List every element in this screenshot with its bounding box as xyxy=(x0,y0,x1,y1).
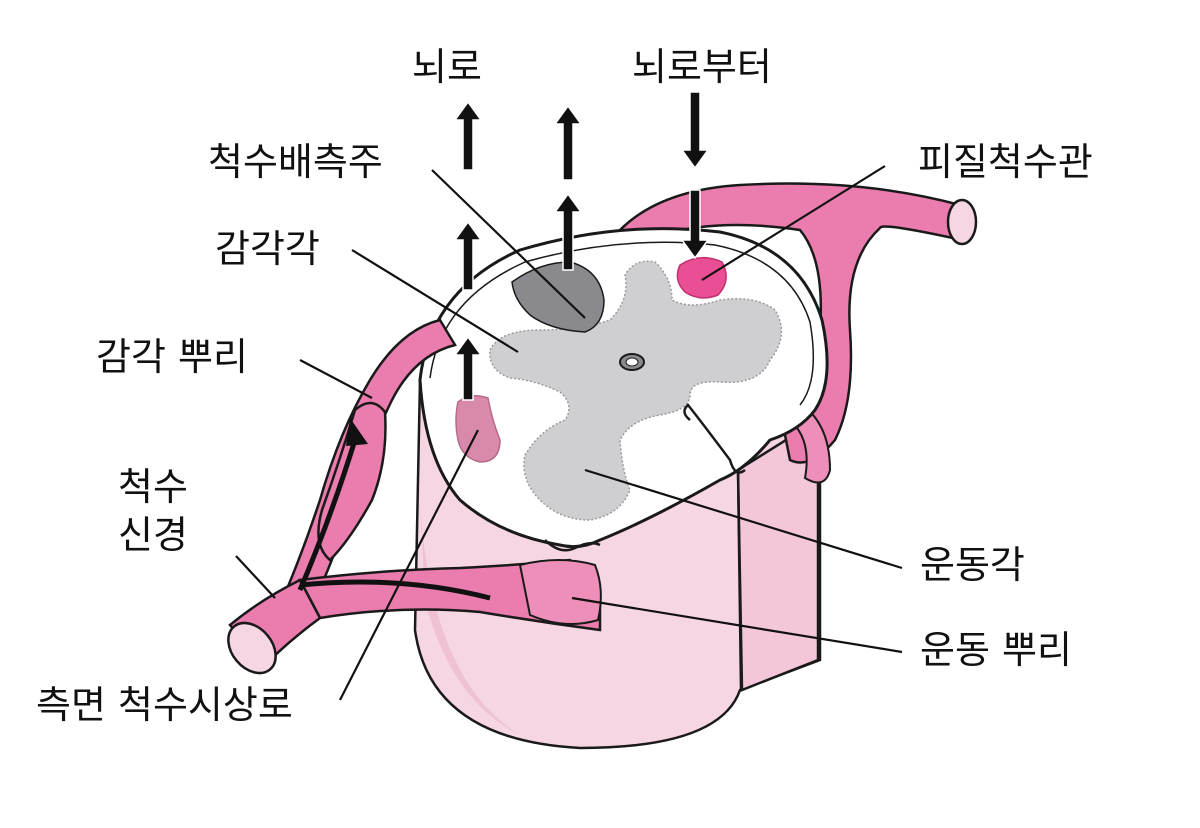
arrow-up-1a xyxy=(453,100,483,171)
central-canal-inner xyxy=(625,357,639,367)
tract-arrows xyxy=(453,91,710,401)
label-dorsal-column: 척수배측주 xyxy=(208,140,383,184)
label-to-brain: 뇌로 xyxy=(412,45,482,89)
sensory-flow-arrow xyxy=(297,439,358,591)
cord-shading xyxy=(420,500,520,735)
dorsal-root-ganglion xyxy=(317,401,387,562)
label-from-brain: 뇌로부터 xyxy=(632,45,772,89)
label-dorsal-horn: 감각각 xyxy=(215,227,320,271)
label-ventral-horn: 운동각 xyxy=(920,543,1025,587)
leader-corticospinal xyxy=(701,165,886,281)
leader-spinothalamic xyxy=(339,429,479,701)
motor-flow-arrow xyxy=(299,579,491,601)
arrow-to-brain-2 xyxy=(553,104,583,271)
arrow-down-1 xyxy=(680,91,710,170)
ventral-notch xyxy=(544,539,601,552)
cord-fissure xyxy=(736,469,743,691)
label-spinal-nerve-line1: 척수 xyxy=(118,465,188,509)
arrow-up-2b xyxy=(553,192,583,271)
leader-dorsal-root xyxy=(299,359,373,399)
arrow-to-brain-1 xyxy=(453,100,483,401)
label-corticospinal-tract: 피질척수관 xyxy=(918,140,1093,184)
leader-lines xyxy=(235,165,903,701)
leader-dorsal-column xyxy=(431,169,586,319)
leader-ventral-root xyxy=(571,596,903,654)
spinal-nerve-cut-end xyxy=(227,621,277,675)
arrow-from-brain xyxy=(680,91,710,260)
leader-spinal-nerve xyxy=(235,555,276,599)
arrow-down-2 xyxy=(680,189,710,260)
arrow-up-1b xyxy=(453,220,483,291)
labels: 뇌로 뇌로부터 척수배측주 피질척수관 감각각 감각 뿌리 척수 신경 운동각 … xyxy=(36,45,1093,727)
gray-matter xyxy=(489,260,783,521)
corticospinal-tract-region xyxy=(676,256,727,299)
leader-dorsal-horn xyxy=(351,249,519,353)
leader-ventral-horn xyxy=(584,468,903,570)
arrow-up-1c xyxy=(453,335,483,401)
label-ventral-root: 운동 뿌리 xyxy=(920,628,1072,672)
spinothalamic-tract-region xyxy=(455,395,501,463)
label-spinothalamic-tract: 측면 척수시상로 xyxy=(36,683,293,727)
arrow-up-2a xyxy=(553,104,583,181)
ventral-root-bundle xyxy=(518,559,602,625)
ventral-fissure xyxy=(683,403,746,474)
left-spinal-nerve xyxy=(227,318,602,675)
right-nerve-cut-end xyxy=(946,198,978,246)
label-spinal-nerve-line2: 신경 xyxy=(118,513,188,557)
sensory-flow-arrowhead xyxy=(346,418,368,446)
label-dorsal-root: 감각 뿌리 xyxy=(96,335,248,379)
